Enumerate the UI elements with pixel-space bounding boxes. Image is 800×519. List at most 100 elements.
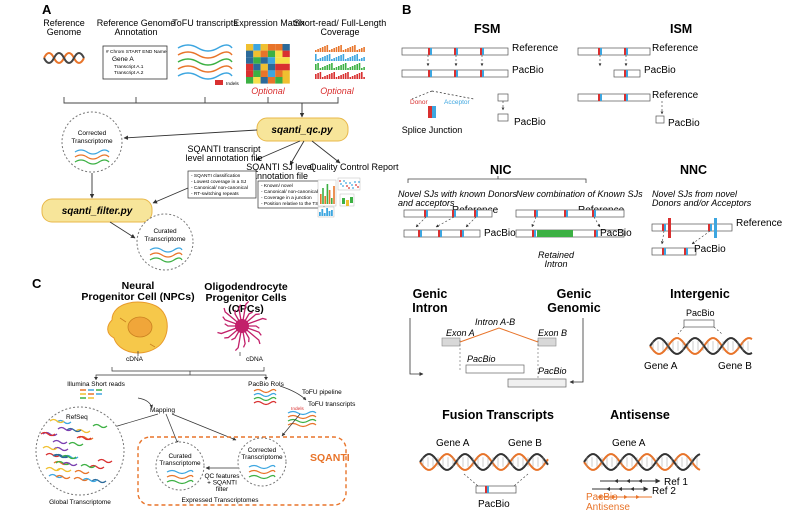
svg-text:Gene B: Gene B [718,361,752,372]
svg-text:Gene A: Gene A [112,56,134,63]
fsm-reference-2 [497,93,509,111]
svg-text:Transcript A.2: Transcript A.2 [114,70,144,76]
svg-text:Reference: Reference [652,90,699,101]
indels-label: Indels [226,81,239,87]
qc-report-thumbnails [317,177,361,218]
global-transcriptome: RefSeq [35,406,125,496]
nnc-transcripts [651,218,733,256]
input-tofu-transcripts: ToFU transcripts [172,18,238,28]
fsm-pacbio-transcript [401,69,509,78]
optional-label-2: Optional [320,86,355,96]
svg-text:Reference: Reference [512,43,559,54]
svg-text:Expressed Transcriptomes: Expressed Transcriptomes [182,497,260,504]
svg-text:- Lowest coverage in a SJ: - Lowest coverage in a SJ [191,179,247,185]
svg-text:Gene A: Gene A [436,438,470,449]
svg-text:Reference: Reference [736,218,783,229]
sj-annotation-list: - Known/ novel - Canonical/ non-canonica… [257,180,325,209]
gene-annotation-box: # Chrom START END Name Gene A Transcript… [102,45,168,80]
dna-helix-icon [43,52,85,64]
coverage-tracks [315,45,365,79]
svg-text:sqanti_qc.py: sqanti_qc.py [271,125,333,136]
tofu-transcripts-icon: Indels [177,44,239,87]
tofu-transcripts-icon-c [287,410,317,428]
antisense-helix [583,453,701,471]
nic-title: NIC [490,163,512,177]
fsm-title: FSM [474,22,500,36]
svg-text:- RT-switching repeats: - RT-switching repeats [191,191,239,197]
svg-text:Exon A: Exon A [446,328,475,338]
svg-text:PacBio: PacBio [512,65,544,76]
fsm-reference-transcript [401,47,509,67]
svg-text:PacBio: PacBio [484,228,516,239]
svg-text:PacBio: PacBio [514,117,546,128]
fusion-helix [419,453,549,471]
svg-text:ToFU pipeline: ToFU pipeline [302,389,342,396]
intergenic-title: Intergenic [670,287,730,301]
svg-text:PacBio: PacBio [668,118,700,129]
svg-text:- Position relative to the TSS: - Position relative to the TSS [261,201,322,207]
qc-report-label: Quality Control Report [309,162,399,172]
svg-text:sqanti_filter.py: sqanti_filter.py [62,206,133,217]
svg-text:PacBio: PacBio [478,499,510,510]
antisense-title: Antisense [610,408,670,422]
expression-heatmap [246,44,290,84]
nnc-title: NNC [680,163,707,177]
svg-text:PacBio RoIs: PacBio RoIs [248,381,285,388]
svg-text:cDNA: cDNA [246,356,264,363]
illumina-reads-icon [80,389,102,399]
panel-a-letter: A [42,2,52,17]
svg-text:Gene A: Gene A [644,361,678,372]
svg-text:Acceptor: Acceptor [444,99,470,106]
opc-cell-icon [217,301,267,351]
antisense-arrows [592,478,661,499]
svg-text:- SQANTI classification: - SQANTI classification [191,173,241,179]
panel-b-letter: B [402,2,411,17]
panel-c-letter: C [32,276,42,291]
npc-cell-icon [107,301,168,354]
svg-text:PacBio: PacBio [467,354,496,364]
svg-text:Donor: Donor [410,99,429,106]
transcript-annotation-list: - SQANTI classification - Lowest coverag… [187,170,257,199]
svg-text:ToFU transcripts: ToFU transcripts [308,401,356,408]
fsm-pacbio-2 [497,113,509,122]
svg-text:New combination of Known SJs: New combination of Known SJs [516,189,643,199]
svg-text:Gene A: Gene A [612,438,646,449]
svg-text:Reference: Reference [652,43,699,54]
optional-label-1: Optional [251,86,286,96]
svg-text:Splice Junction: Splice Junction [402,125,463,135]
intergenic-helix [649,337,753,355]
svg-text:Illumina Short reads: Illumina Short reads [67,381,126,388]
svg-text:Mapping: Mapping [150,407,175,414]
svg-text:Intron A-B: Intron A-B [475,317,515,327]
sqanti-qc-node: sqanti_qc.py [256,117,349,142]
svg-text:PacBio: PacBio [694,244,726,255]
svg-text:- Known/ novel: - Known/ novel [261,183,293,189]
nic-transcripts [403,209,625,238]
fusion-title: Fusion Transcripts [442,408,554,422]
svg-text:Ref 1: Ref 1 [664,477,688,488]
ism-transcripts [577,47,665,124]
svg-text:# Chrom START END Name: # Chrom START END Name [106,49,167,55]
svg-text:- Coverage in a junction: - Coverage in a junction [261,195,312,201]
svg-text:PacBio: PacBio [600,228,632,239]
svg-text:PacBio: PacBio [686,308,715,318]
pacbio-reads-icon [253,388,277,406]
svg-text:Ref 2: Ref 2 [652,486,676,497]
